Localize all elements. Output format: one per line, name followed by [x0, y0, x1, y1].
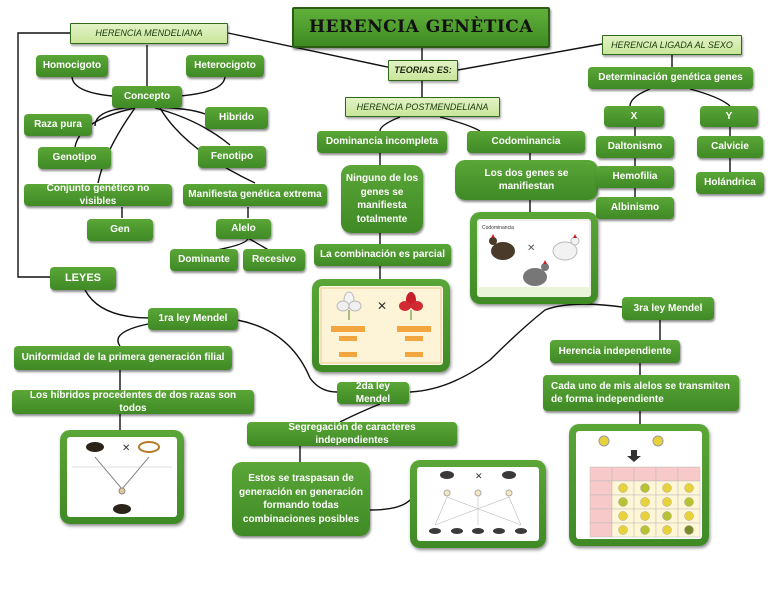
hibridos-node: Los híbridos procedentes de dos razas so… [12, 390, 254, 414]
svg-text:✕: ✕ [475, 471, 483, 481]
guinea-pig-cross-image: ✕ [60, 430, 184, 524]
daltonismo-node: Daltonismo [596, 136, 674, 158]
manifiesta-genetica-node: Manifiesta genética extrema [183, 184, 327, 206]
flower-cross-image: ✕ [312, 279, 450, 372]
segunda-ley-node: 2da ley Mendel [337, 381, 409, 405]
codominancia-image-label: Codominancia [482, 225, 514, 231]
codominancia-node: Codominancia [467, 131, 585, 153]
dos-genes-node: Los dos genes se manifiestan [455, 160, 598, 200]
segregacion-node: Segregación de caracteres independientes [247, 422, 457, 446]
alelo-node: Alelo [216, 219, 271, 239]
calvicie-node: Calvicie [697, 136, 763, 158]
leyes-node: LEYES [50, 267, 116, 290]
dominante-node: Dominante [170, 249, 238, 271]
herencia-mendeliana-header: HERENCIA MENDELIANA [70, 23, 228, 44]
dihybrid-cross-image: ✕ [410, 460, 546, 548]
svg-text:✕: ✕ [122, 443, 130, 454]
hibrido-node: Hibrido [205, 107, 268, 129]
tercera-ley-node: 3ra ley Mendel [622, 297, 714, 320]
concepto-node: Concepto [112, 86, 182, 108]
homocigoto-node: Homocigoto [36, 55, 108, 77]
ninguno-genes-node: Ninguno de los genes se manifiesta total… [341, 165, 423, 233]
svg-text:✕: ✕ [377, 299, 387, 313]
svg-text:✕: ✕ [527, 243, 535, 254]
teorias-label: TEORIAS ES: [388, 60, 458, 81]
uniformidad-node: Uniformidad de la primera generación fil… [14, 346, 232, 370]
herencia-independiente-node: Herencia independiente [550, 340, 680, 363]
heterocigoto-node: Heterocigoto [186, 55, 264, 77]
gen-node: Gen [87, 219, 153, 241]
albinismo-node: Albinismo [596, 197, 674, 219]
holandrica-node: Holándrica [696, 172, 764, 194]
codominance-hens-image: Codominancia ✕ [470, 212, 598, 304]
cada-uno-node: Cada uno de mis alelos se transmiten de … [543, 375, 739, 411]
raza-pura-node: Raza pura [24, 114, 92, 136]
genotipo-node: Genotipo [38, 147, 111, 169]
x-node: X [604, 106, 664, 127]
recesivo-node: Recesivo [243, 249, 305, 271]
determinacion-node: Determinación genética genes [588, 67, 753, 89]
dominancia-incompleta-node: Dominancia incompleta [317, 131, 447, 153]
herencia-postmendeliana-header: HERENCIA POSTMENDELIANA [345, 97, 500, 117]
conjunto-genetico-node: Conjunto genético no visibles [24, 183, 172, 207]
page-title: HERENCIA GENÈTICA [292, 7, 550, 48]
combinacion-parcial-node: La combinación es parcial [314, 244, 451, 266]
fenotipo-node: Fenotipo [198, 146, 266, 168]
primera-ley-node: 1ra ley Mendel [148, 308, 238, 330]
hemofilia-node: Hemofilia [596, 166, 674, 188]
traspasan-node: Estos se traspasan de generación en gene… [232, 462, 370, 536]
herencia-ligada-header: HERENCIA LIGADA AL SEXO [602, 35, 742, 55]
y-node: Y [700, 106, 758, 127]
punnett-square-image [569, 424, 709, 546]
